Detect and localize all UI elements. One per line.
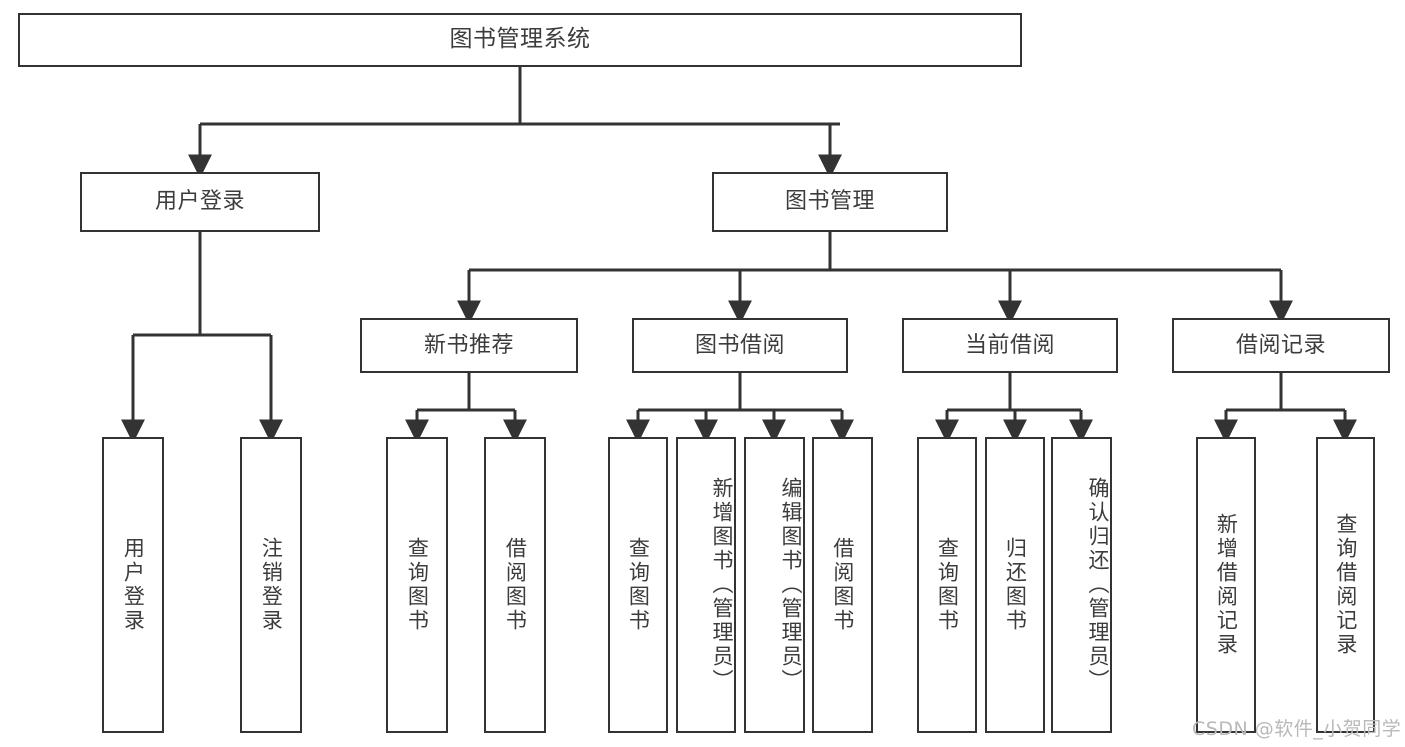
leaf-borrow-book[interactable]: 借阅图书 xyxy=(812,437,873,733)
leaf-add-borrow-record[interactable]: 新增借阅记录 xyxy=(1196,437,1256,733)
node-new-book-recommendation[interactable]: 新书推荐 xyxy=(360,318,578,373)
leaf-confirm-return-admin[interactable]: 确认归还（管理员） xyxy=(1051,437,1112,733)
node-user-login[interactable]: 用户登录 xyxy=(80,172,320,232)
leaf-query-book-borrow[interactable]: 查询图书 xyxy=(608,437,668,733)
leaf-query-book-current[interactable]: 查询图书 xyxy=(917,437,977,733)
node-book-borrow[interactable]: 图书借阅 xyxy=(632,318,848,373)
leaf-logout[interactable]: 注销登录 xyxy=(240,437,302,733)
node-book-manage[interactable]: 图书管理 xyxy=(712,172,948,232)
csdn-watermark: CSDN @软件_小贺同学 xyxy=(1192,718,1402,740)
node-borrow-record[interactable]: 借阅记录 xyxy=(1172,318,1390,373)
leaf-edit-book-admin[interactable]: 编辑图书（管理员） xyxy=(744,437,805,733)
node-root[interactable]: 图书管理系统 xyxy=(18,13,1022,67)
leaf-borrow-book-rec[interactable]: 借阅图书 xyxy=(484,437,546,733)
leaf-query-book-rec[interactable]: 查询图书 xyxy=(386,437,448,733)
leaf-query-borrow-record[interactable]: 查询借阅记录 xyxy=(1316,437,1375,733)
node-current-borrow[interactable]: 当前借阅 xyxy=(902,318,1118,373)
leaf-user-login[interactable]: 用户登录 xyxy=(102,437,164,733)
leaf-add-book-admin[interactable]: 新增图书（管理员） xyxy=(676,437,736,733)
leaf-return-book[interactable]: 归还图书 xyxy=(985,437,1045,733)
